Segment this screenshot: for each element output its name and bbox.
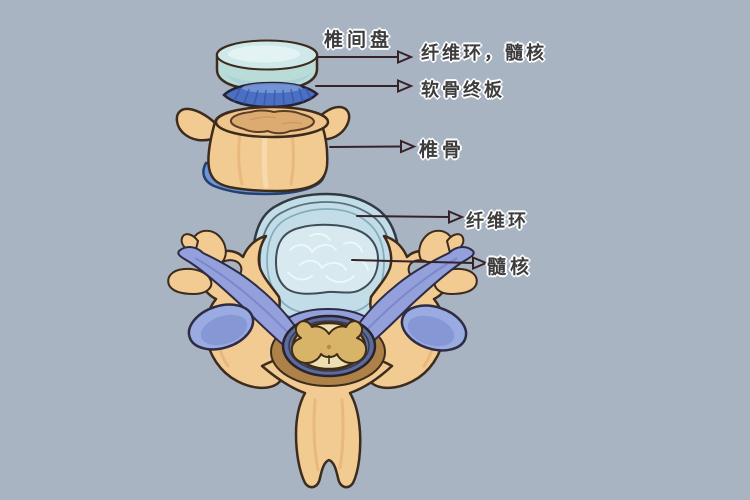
cartilage-endplate-illustration <box>222 81 319 109</box>
vertebra-cross-section-illustration <box>167 192 478 489</box>
arrow-to-annulus-label <box>356 209 465 225</box>
label-annulus-fibrosus: 纤维环 <box>466 211 529 232</box>
vertebral-body-rim <box>229 109 315 135</box>
label-nucleus-pulposus: 髓核 <box>487 256 534 278</box>
annotation-arrows <box>315 49 489 271</box>
left-transverse-process <box>175 107 221 142</box>
vertebra-illustration <box>175 105 351 196</box>
left-transverse-tip <box>167 267 213 295</box>
label-intervertebral-disc: 椎间盘 <box>324 29 394 51</box>
arrow-to-endplate-label <box>315 78 414 94</box>
label-annulus-and-nucleus: 纤维环，髓核 <box>421 43 547 64</box>
spinal-cord-shape <box>281 314 377 378</box>
label-vertebra: 椎骨 <box>419 139 466 161</box>
left-facet-joint <box>187 303 255 351</box>
right-facet-joint <box>400 304 468 352</box>
arrow-to-annulus-nucleus-label <box>317 49 414 65</box>
arrow-to-nucleus-label <box>351 255 489 271</box>
label-cartilage-endplate: 软骨终板 <box>421 80 505 101</box>
arrow-to-vertebra-label <box>329 139 417 154</box>
